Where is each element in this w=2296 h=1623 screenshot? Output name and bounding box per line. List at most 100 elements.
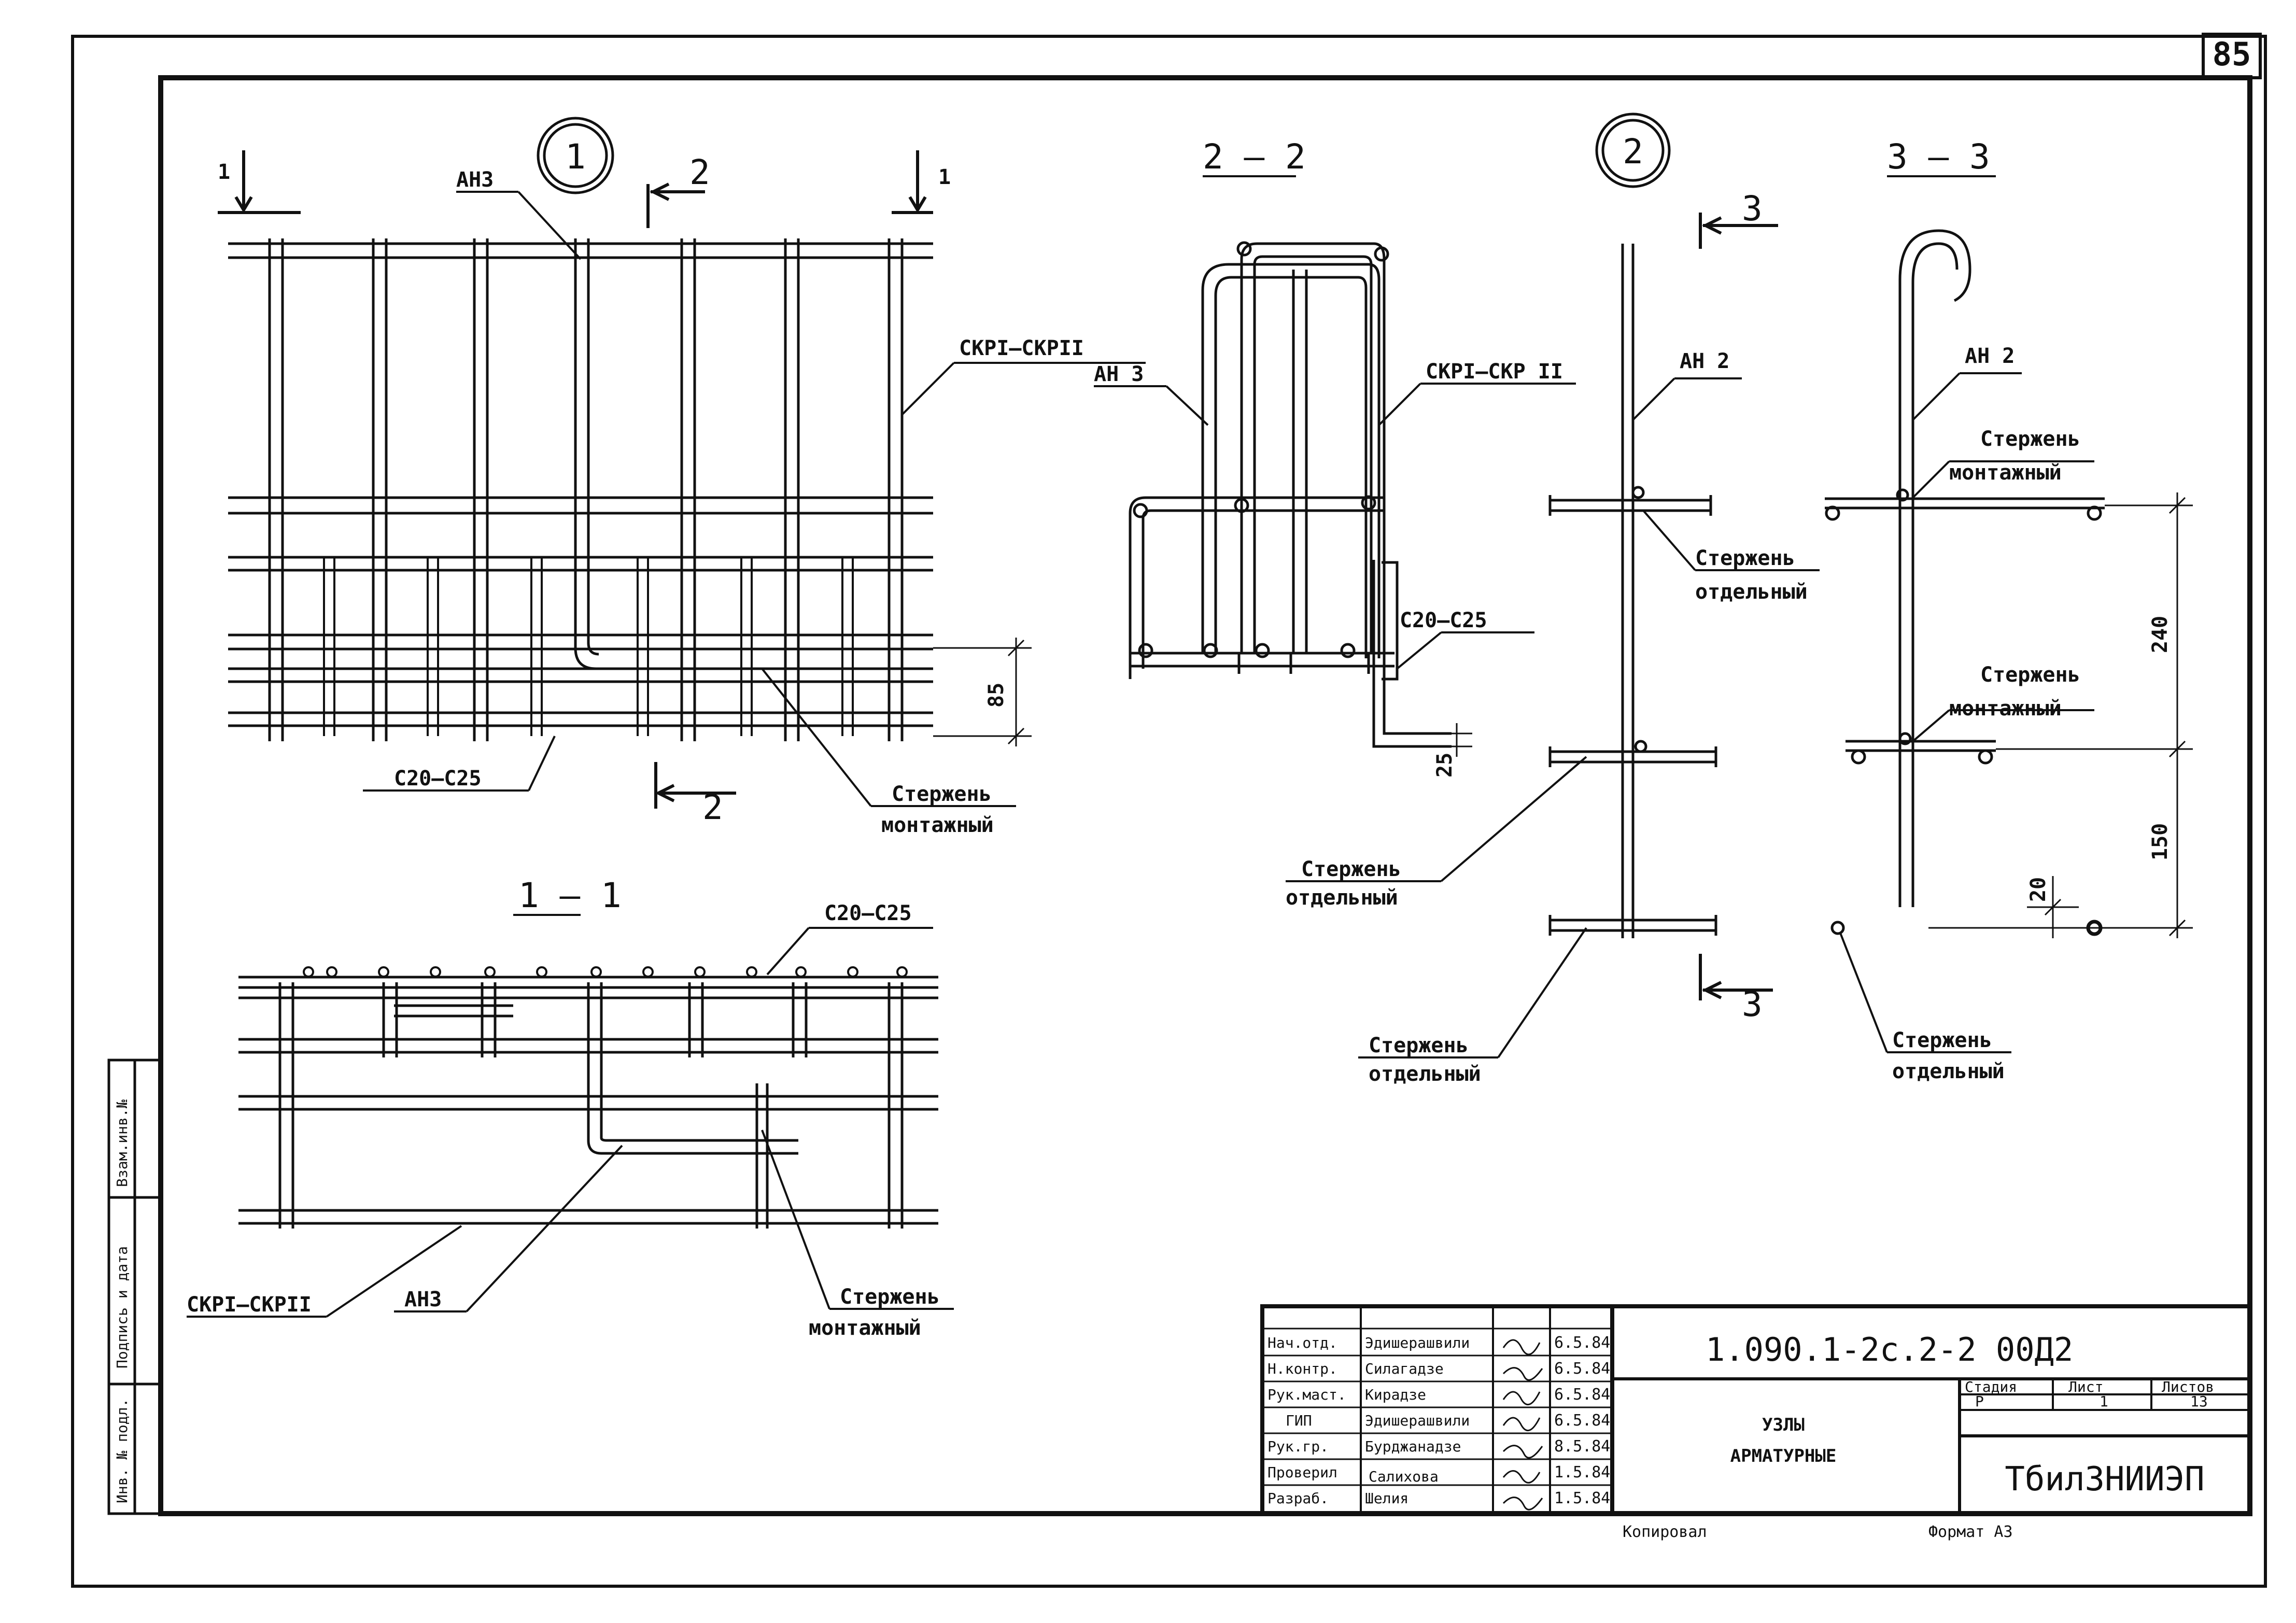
section-3-3-leaders xyxy=(1839,372,2094,1053)
stamp-role-0: Нач.отд. xyxy=(1267,1334,1337,1351)
label-ah3-sec11: АН3 xyxy=(404,1288,442,1311)
section-1-1-view xyxy=(238,966,938,1229)
node1-leaders xyxy=(363,191,1146,807)
cut-mark-2 xyxy=(646,182,736,809)
side-stamp xyxy=(107,1059,162,1515)
label-rod-sec33b: Стержень xyxy=(1980,663,2080,687)
stamp-date-4: 8.5.84 xyxy=(1554,1437,1610,1456)
node2-circle-label: 2 xyxy=(1623,132,1643,172)
side-stamp-replace: Взам.инв.№ xyxy=(114,1099,131,1187)
stage-header: Стадия xyxy=(1965,1378,2017,1395)
dim-85-label: 85 xyxy=(984,683,1008,708)
stage-value: Р xyxy=(1975,1393,1984,1410)
stamp-role-6: Разраб. xyxy=(1267,1490,1329,1507)
label-mount-sec11: монтажный xyxy=(809,1316,921,1340)
node2-circle xyxy=(1595,112,1671,188)
signatures xyxy=(1502,1339,1543,1511)
side-stamp-sign: Подпись и дата xyxy=(114,1246,131,1368)
side-stamp-inv: Инв. № подл. xyxy=(114,1399,131,1503)
section-3-3-view xyxy=(1825,229,2105,935)
stamp-date-2: 6.5.84 xyxy=(1554,1386,1610,1404)
label-c20-sec11: С20–С25 xyxy=(824,901,912,925)
stamp-date-1: 6.5.84 xyxy=(1554,1360,1610,1378)
stamp-role-3: ГИП xyxy=(1286,1412,1312,1429)
label-c20-node1: С20–С25 xyxy=(394,767,482,791)
title-block xyxy=(1260,1304,2252,1516)
label-rod-sec33c: Стержень xyxy=(1892,1028,1992,1052)
stamp-role-4: Рук.гр. xyxy=(1267,1438,1329,1455)
label-rod-node2b: Стержень xyxy=(1301,857,1401,881)
label-rod-node2c: Стержень xyxy=(1369,1034,1469,1057)
cut3-label-top: 3 xyxy=(1742,189,1763,229)
document-code: 1.090.1-2с.2-2 00Д2 xyxy=(1706,1331,2073,1368)
label-ah2-sec33: АН 2 xyxy=(1965,344,2015,368)
label-mount-sec33b: монтажный xyxy=(1949,697,2062,721)
sheets-value: 13 xyxy=(2190,1393,2208,1410)
dim-240-label: 240 xyxy=(2148,616,2172,653)
label-mount-sec33a: монтажный xyxy=(1949,461,2062,485)
dims-sec33 xyxy=(1928,492,2193,938)
dim-150-label: 150 xyxy=(2148,823,2172,860)
label-rod-sec11: Стержень xyxy=(840,1285,940,1309)
label-sep-node2a: отдельный xyxy=(1695,580,1808,604)
dim-25-label: 25 xyxy=(1433,753,1457,778)
label-rod-node2a: Стержень xyxy=(1695,546,1795,570)
stamp-date-6: 1.5.84 xyxy=(1554,1489,1610,1507)
label-ah3-sec22: АН 3 xyxy=(1094,362,1144,386)
stamp-role-1: Н.контр. xyxy=(1267,1360,1337,1377)
format-label: Формат А3 xyxy=(1928,1523,2013,1541)
cut2-label-bottom: 2 xyxy=(702,787,723,827)
title-line-2: АРМАТУРНЫЕ xyxy=(1730,1446,1837,1466)
stamp-name-4: Бурджанадзе xyxy=(1365,1438,1461,1455)
sheet-value: 1 xyxy=(2100,1393,2108,1410)
node2-view xyxy=(1548,244,1717,938)
label-ah3-node1: АН3 xyxy=(456,168,494,192)
cut3-label-bottom: 3 xyxy=(1742,984,1763,1024)
cut-mark-3 xyxy=(1699,213,1778,1000)
stamp-name-5: Салихова xyxy=(1369,1468,1439,1485)
node1-circle-label: 1 xyxy=(565,137,586,177)
label-skp-sec22: СКРI–СКР II xyxy=(1426,360,1563,384)
section-1-1-leaders xyxy=(187,927,954,1318)
stamp-name-1: Силагадзе xyxy=(1365,1360,1444,1377)
stamp-name-6: Шелия xyxy=(1365,1490,1408,1507)
dim-20-label: 20 xyxy=(2026,877,2050,902)
label-rod-sec33a: Стержень xyxy=(1980,427,2080,451)
stamp-date-5: 1.5.84 xyxy=(1554,1463,1610,1481)
copied-label: Копировал xyxy=(1623,1523,1707,1541)
label-ah2-node2: АН 2 xyxy=(1680,349,1729,373)
stamp-role-5: Проверил xyxy=(1267,1464,1337,1481)
stamp-name-2: Кирадзе xyxy=(1365,1386,1426,1403)
stamp-name-0: Эдишерашвили xyxy=(1365,1334,1470,1351)
label-skp-sec11: СКРI–СКРII xyxy=(187,1293,312,1317)
stamp-date-3: 6.5.84 xyxy=(1554,1412,1610,1430)
label-sep-node2c: отдельный xyxy=(1369,1062,1481,1086)
sheets-header: Листов xyxy=(2162,1378,2214,1395)
label-sep-sec33c: отдельный xyxy=(1892,1060,2005,1083)
cut-mark-1 xyxy=(218,150,933,214)
sheet-frame xyxy=(71,33,2267,1588)
label-sep-node2b: отдельный xyxy=(1286,886,1398,910)
node2-leaders xyxy=(1286,377,1820,1059)
node1-view xyxy=(228,238,933,741)
stamp-date-0: 6.5.84 xyxy=(1554,1334,1610,1352)
sheet-number: 85 xyxy=(2213,35,2251,73)
section-1-1-title: 1 – 1 xyxy=(518,876,622,915)
cut2-label-top: 2 xyxy=(689,152,710,192)
cut1-label-b: 1 xyxy=(938,165,951,189)
section-3-3-title: 3 – 3 xyxy=(1887,137,1990,177)
organization-name: ТбилЗНИИЭП xyxy=(2005,1460,2204,1499)
label-skp-node1: СКРI–СКРII xyxy=(959,336,1084,360)
node1-circle xyxy=(537,117,614,194)
sheet-header: Лист xyxy=(2068,1378,2103,1395)
section-2-2-title: 2 – 2 xyxy=(1203,137,1306,177)
stamp-role-2: Рук.маст. xyxy=(1267,1386,1346,1403)
title-line-1: УЗЛЫ xyxy=(1762,1415,1805,1435)
dim-85 xyxy=(933,638,1032,746)
label-c20-sec22: С20–С25 xyxy=(1400,609,1487,632)
label-rod-node1: Стержень xyxy=(892,782,992,806)
stamp-name-3: Эдишерашвили xyxy=(1365,1412,1470,1429)
section-2-2-leaders xyxy=(1094,383,1576,670)
section-2-2-view xyxy=(1129,241,1452,748)
